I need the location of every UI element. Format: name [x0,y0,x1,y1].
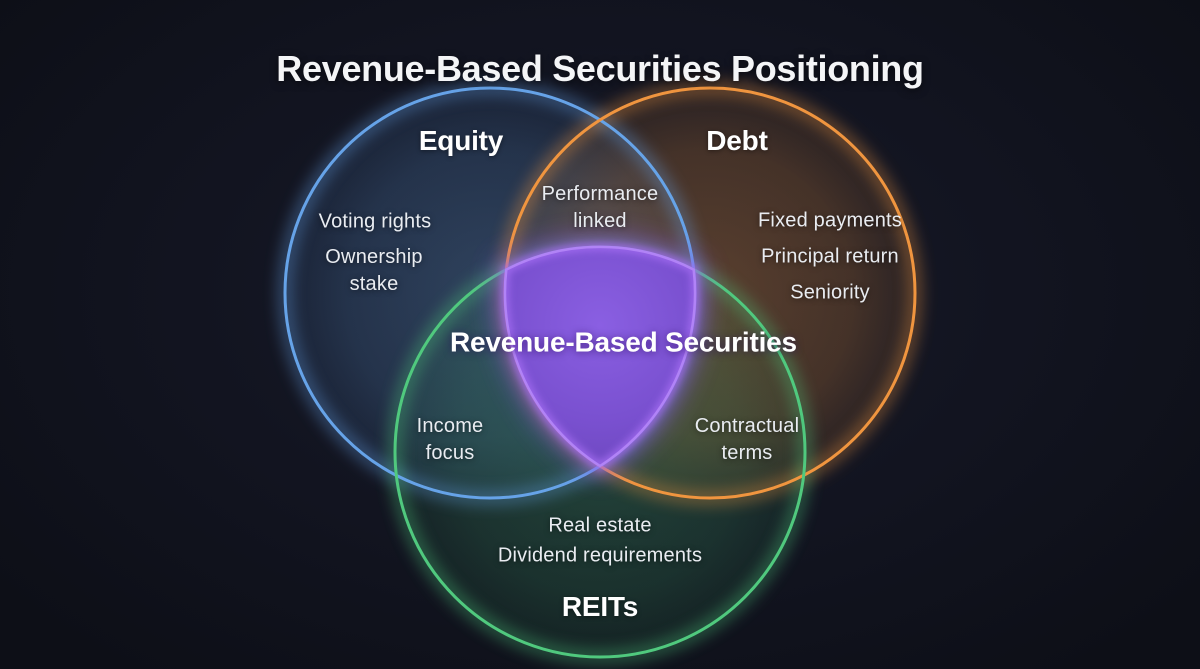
debt-trait: Fixed payments [758,209,902,232]
equity-trait: Voting rights [318,210,432,233]
center-intersection-shape [504,246,696,466]
page-title: Revenue-Based Securities Positioning [276,48,924,90]
equity-set-label: Equity [418,125,504,157]
debt-set-label: Debt [706,125,768,157]
reits-set-label: REITs [561,591,639,623]
center-intersection-rim [503,245,697,468]
debt-trait: Principal return [761,245,899,268]
overlap-equity-reits-label: Income focus [416,415,484,464]
debt-trait: Seniority [790,281,870,304]
overlap-equity-debt-label: Performance linked [541,183,659,232]
center-intersection-label: Revenue-Based Securities [450,326,797,358]
reits-trait: Dividend requirements [497,544,703,567]
equity-trait: Ownership stake [325,246,423,295]
overlap-debt-reits-label: Contractual terms [694,415,800,464]
reits-trait: Real estate [548,514,652,537]
